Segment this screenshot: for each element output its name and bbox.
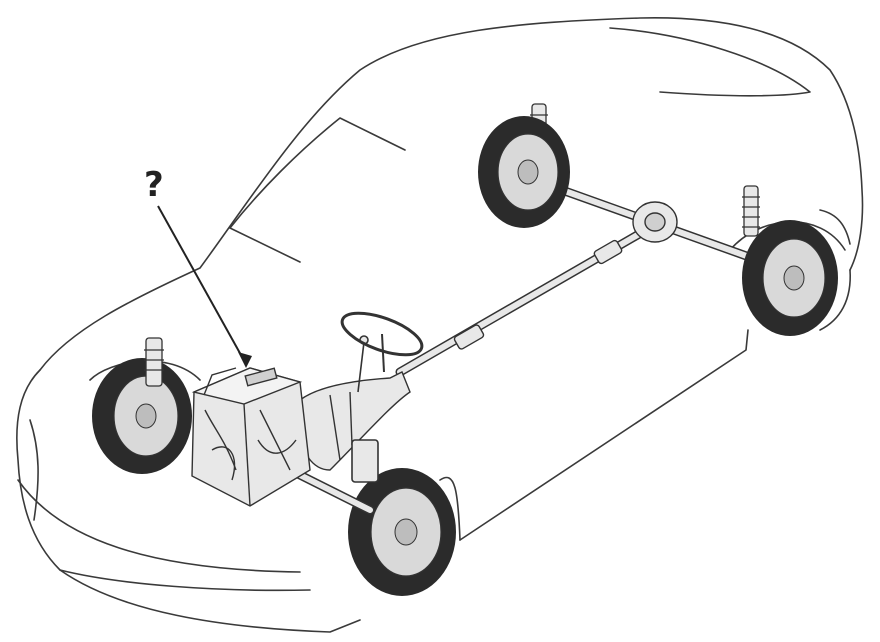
annotation-label: ?	[144, 165, 164, 205]
front-right-wheel	[348, 468, 456, 596]
rear-right-wheel	[742, 220, 838, 336]
front-left-shock	[144, 337, 164, 387]
annotation-callout: ?	[144, 165, 252, 368]
steering-wheel-icon	[340, 311, 424, 373]
car-outline-icon	[16, 17, 864, 633]
rear-right-shock	[742, 185, 760, 237]
arrow-head-icon	[238, 352, 252, 368]
front-axle	[285, 465, 375, 515]
drive-shaft	[395, 217, 665, 377]
rear-left-wheel	[478, 116, 570, 228]
annotation-arrow	[157, 205, 247, 365]
engine-icon	[191, 367, 311, 507]
gearbox-icon	[299, 371, 411, 471]
front-left-wheel	[92, 358, 192, 474]
gear-stick	[351, 335, 379, 483]
